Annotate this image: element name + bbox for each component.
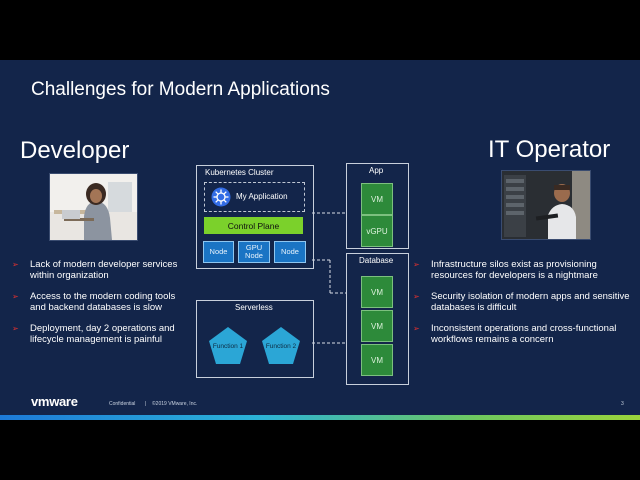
app-label: App <box>369 166 384 175</box>
slide-title: Challenges for Modern Applications <box>31 79 330 100</box>
developer-bullet: ➢Access to the modern coding tools and b… <box>12 291 176 313</box>
footer-confidential: Confidential <box>109 401 136 407</box>
operator-photo <box>501 170 591 240</box>
footer-copyright: ©2019 VMware, Inc. <box>152 401 198 407</box>
control-plane: Control Plane <box>204 217 303 234</box>
gpu-node-box: GPU Node <box>238 241 270 263</box>
arrow-right-icon: ➢ <box>12 292 19 301</box>
diagram-connectors <box>312 212 346 344</box>
function-1-label: Function 1 <box>212 343 244 350</box>
database-vm: VM <box>361 344 393 376</box>
developer-bullets: ➢Lack of modern developer services withi… <box>12 259 192 355</box>
brand-stripe <box>0 415 640 420</box>
function-1: Function 1 <box>208 326 248 366</box>
developer-bullet: ➢Lack of modern developer services withi… <box>12 259 178 281</box>
operator-bullets: ➢Infrastructure silos exist as provision… <box>413 259 633 355</box>
node-row: Node GPU Node Node <box>203 241 306 263</box>
app-vgpu: vGPU <box>361 215 393 247</box>
operator-heading: IT Operator <box>488 136 611 163</box>
my-application-label: My Application <box>236 192 288 201</box>
kubernetes-cluster-label: Kubernetes Cluster <box>205 168 274 177</box>
serverless-box <box>196 300 314 378</box>
function-2: Function 2 <box>261 326 301 366</box>
slide: Challenges for Modern Applications Devel… <box>0 60 640 420</box>
node-box: Node <box>203 241 234 263</box>
operator-bullet: ➢Inconsistent operations and cross-funct… <box>413 323 617 345</box>
database-label: Database <box>359 256 394 265</box>
developer-bullet: ➢Deployment, day 2 operations and lifecy… <box>12 323 175 345</box>
database-box <box>346 253 409 385</box>
app-box <box>346 163 409 249</box>
my-application-box: My Application <box>204 182 305 212</box>
developer-photo <box>49 173 138 241</box>
operator-bullet: ➢Infrastructure silos exist as provision… <box>413 259 598 281</box>
developer-heading: Developer <box>20 137 130 164</box>
arrow-right-icon: ➢ <box>12 324 19 333</box>
database-vm: VM <box>361 276 393 308</box>
arrow-right-icon: ➢ <box>413 260 420 269</box>
database-vm: VM <box>361 310 393 342</box>
function-2-label: Function 2 <box>265 343 297 350</box>
serverless-label: Serverless <box>235 303 273 312</box>
kubernetes-helm-icon <box>211 187 231 207</box>
page-number: 3 <box>621 401 624 407</box>
arrow-right-icon: ➢ <box>413 324 420 333</box>
arrow-right-icon: ➢ <box>12 260 19 269</box>
footer-separator: | <box>145 401 147 407</box>
operator-bullet: ➢Security isolation of modern apps and s… <box>413 291 630 313</box>
arrow-right-icon: ➢ <box>413 292 420 301</box>
node-box: Node <box>274 241 306 263</box>
vmware-logo: vmware <box>31 394 78 409</box>
app-vm: VM <box>361 183 393 215</box>
kubernetes-cluster-box <box>196 165 314 269</box>
